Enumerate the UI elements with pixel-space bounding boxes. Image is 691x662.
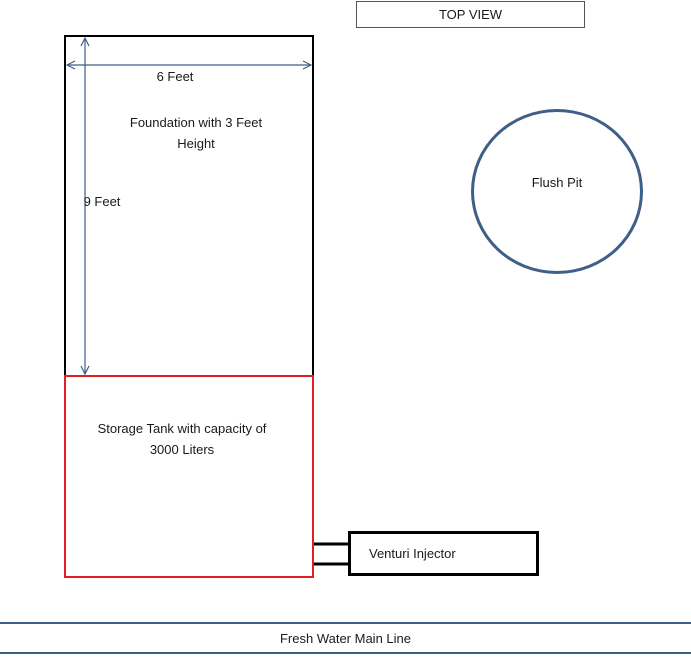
top-view-title: TOP VIEW [356, 1, 585, 28]
fresh-water-main-line: Fresh Water Main Line [0, 622, 691, 654]
foundation-label-line1: Foundation with 3 Feet [129, 115, 263, 130]
width-label: 6 Feet [156, 69, 194, 84]
venturi-injector-box: Venturi Injector [348, 531, 539, 576]
tank-label-line2: 3000 Liters [149, 442, 215, 457]
flush-pit-label: Flush Pit [531, 175, 583, 190]
foundation-label-line2: Height [177, 136, 215, 151]
main-line-label: Fresh Water Main Line [279, 630, 411, 646]
height-label: 9 Feet [83, 194, 121, 209]
venturi-injector-label: Venturi Injector [369, 546, 456, 561]
tank-label-line1: Storage Tank with capacity of [97, 421, 267, 436]
flush-pit-circle [471, 109, 643, 274]
storage-tank-rectangle [64, 375, 314, 578]
